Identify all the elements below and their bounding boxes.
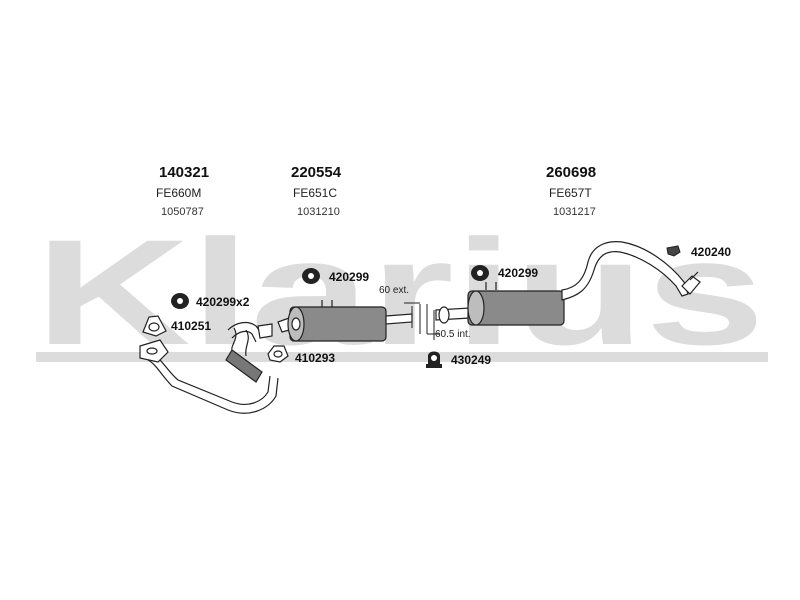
hanger-bracket-icon: [666, 245, 681, 257]
section-number-exhaust-front: 1050787: [161, 206, 204, 218]
front-flange: [139, 339, 169, 363]
part-clamp-label: 430249: [451, 353, 492, 367]
tail-hanger: [681, 271, 701, 295]
section-ref-exhaust-middle: 220554: [291, 164, 342, 181]
tail-pipe: [561, 241, 689, 301]
section-ref-exhaust-front: 140321: [159, 164, 210, 181]
joint-dimension: [404, 302, 440, 340]
part-mount-mid-label: 420299: [329, 270, 370, 284]
intermediate-pipe-bend: [227, 321, 273, 343]
section-code-exhaust-middle: FE651C: [293, 186, 338, 200]
dimension-ext-label: 60 ext.: [379, 285, 410, 296]
gasket-front-icon: [142, 315, 167, 337]
rubber-mount-rear-icon: [471, 265, 489, 281]
gasket-mid-icon: [267, 345, 289, 363]
part-mount-front-label: 420299x2: [196, 295, 250, 309]
part-mount-rear-label: 420299: [498, 266, 539, 280]
part-gasket-front-label: 410251: [171, 319, 212, 333]
middle-silencer: [277, 300, 413, 342]
clamp-icon: [426, 351, 442, 368]
section-code-exhaust-front: FE660M: [156, 186, 202, 200]
dimension-int-label: 60.5 int.: [435, 329, 471, 340]
part-gasket-mid-label: 410293: [295, 351, 336, 365]
rear-silencer: [435, 282, 565, 326]
rubber-mount-mid-icon: [302, 268, 320, 284]
part-hanger-tail-label: 420240: [691, 245, 732, 259]
section-code-exhaust-rear: FE657T: [549, 186, 592, 200]
section-number-exhaust-rear: 1031217: [553, 206, 596, 218]
rubber-mount-front-icon: [171, 293, 189, 309]
section-number-exhaust-middle: 1031210: [297, 206, 340, 218]
section-ref-exhaust-rear: 260698: [546, 164, 597, 181]
